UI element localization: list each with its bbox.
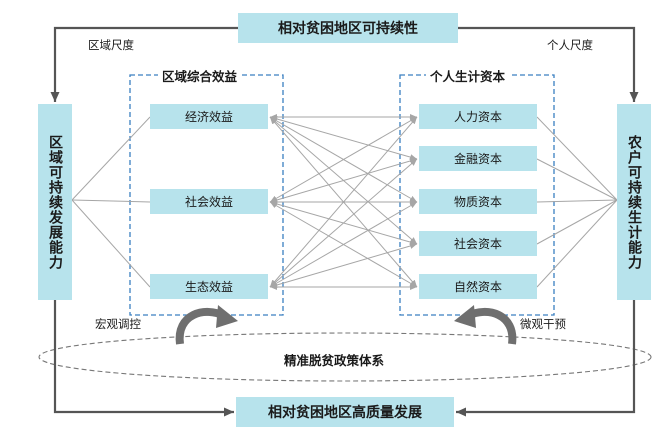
fan-line-right-4 — [536, 199, 618, 288]
core-policy-label: 精准脱贫政策体系 — [284, 353, 385, 368]
bottom-goal-box: 相对贫困地区高质量发展 — [236, 397, 454, 427]
right-scale-label: 个人尺度 — [547, 38, 593, 52]
right-item-financial: 金融资本 — [419, 146, 537, 171]
right-pillar-box: 农户可持续生计能力 — [617, 104, 651, 300]
left-item-ecological: 生态效益 — [150, 274, 268, 299]
micro-label: 微观干预 — [520, 317, 566, 331]
left-item-social: 社会效益 — [150, 189, 268, 214]
top-right-flow-arrow — [458, 26, 639, 102]
micro-curved-arrow-head — [454, 305, 476, 328]
top-left-flow-arrow — [50, 26, 238, 102]
right-item-social: 社会资本 — [419, 231, 537, 256]
left-item-economic: 经济效益 — [150, 104, 268, 129]
fan-line-left-1 — [71, 199, 151, 203]
macro-curved-arrow-head — [216, 305, 238, 328]
right-item-human: 人力资本 — [419, 104, 537, 129]
fan-line-left-0 — [71, 116, 151, 201]
cross-link-2-3 — [269, 243, 418, 288]
core-policy-ellipse — [38, 332, 652, 382]
fan-line-right-3 — [536, 199, 618, 245]
cross-link-2-1 — [269, 158, 418, 288]
bottom-left-flow-arrow — [53, 300, 234, 417]
right-item-physical: 物质资本 — [419, 189, 537, 214]
macro-label: 宏观调控 — [95, 317, 141, 331]
right-group-title: 个人生计资本 — [426, 66, 510, 85]
cross-link-1-1 — [269, 158, 418, 203]
fan-line-right-1 — [536, 158, 618, 201]
fan-line-right-2 — [536, 199, 618, 203]
left-scale-label: 区域尺度 — [88, 38, 134, 52]
bottom-right-flow-arrow — [456, 300, 636, 417]
top-goal-box: 相对贫困地区可持续性 — [238, 13, 458, 43]
left-pillar-box: 区域可持续发展能力 — [38, 104, 72, 300]
fan-line-left-2 — [71, 199, 151, 288]
fan-line-right-0 — [536, 116, 618, 201]
cross-link-0-1 — [269, 116, 418, 160]
right-item-natural: 自然资本 — [419, 274, 537, 299]
left-group-title: 区域综合效益 — [158, 66, 242, 85]
